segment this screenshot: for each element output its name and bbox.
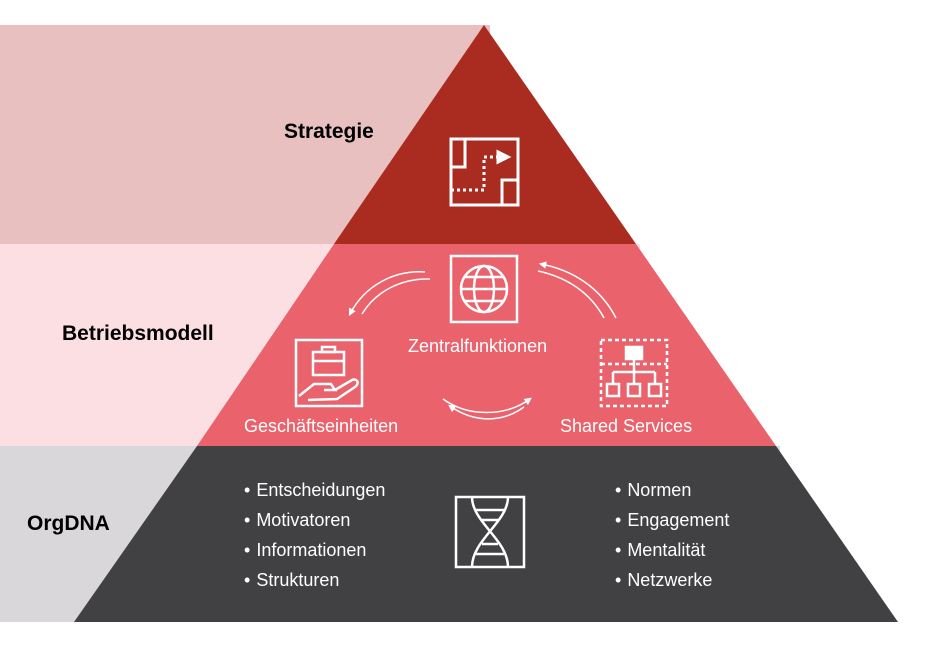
list-item: Entscheidungen [244,475,385,505]
org-chart-icon [599,338,669,408]
orgdna-label: OrgDNA [27,512,110,535]
roadmap-icon [449,137,520,207]
globe-icon [449,254,519,324]
orgdna-left-list: Entscheidungen Motivatoren Informationen… [244,475,385,595]
unit-label-shared: Shared Services [560,416,693,436]
list-item: Informationen [244,535,385,565]
list-item: Mentalität [615,535,729,565]
list-item: Strukturen [244,565,385,595]
list-item: Netzwerke [615,565,729,595]
list-item: Engagement [615,505,729,535]
strategy-label: Strategie [284,120,374,143]
orgdna-right-list: Normen Engagement Mentalität Netzwerke [615,475,729,595]
list-item: Normen [615,475,729,505]
model-label: Betriebsmodell [62,322,214,345]
orgdna-tier [74,446,898,622]
dna-icon [454,495,526,569]
cycle-arrows-icon [348,261,617,420]
strategy-tier [334,25,636,244]
list-item: Motivatoren [244,505,385,535]
unit-label-business: Geschäftseinheiten [244,416,399,436]
unit-label-central: Zentralfunktionen [408,336,548,356]
briefcase-hand-icon [294,338,364,408]
